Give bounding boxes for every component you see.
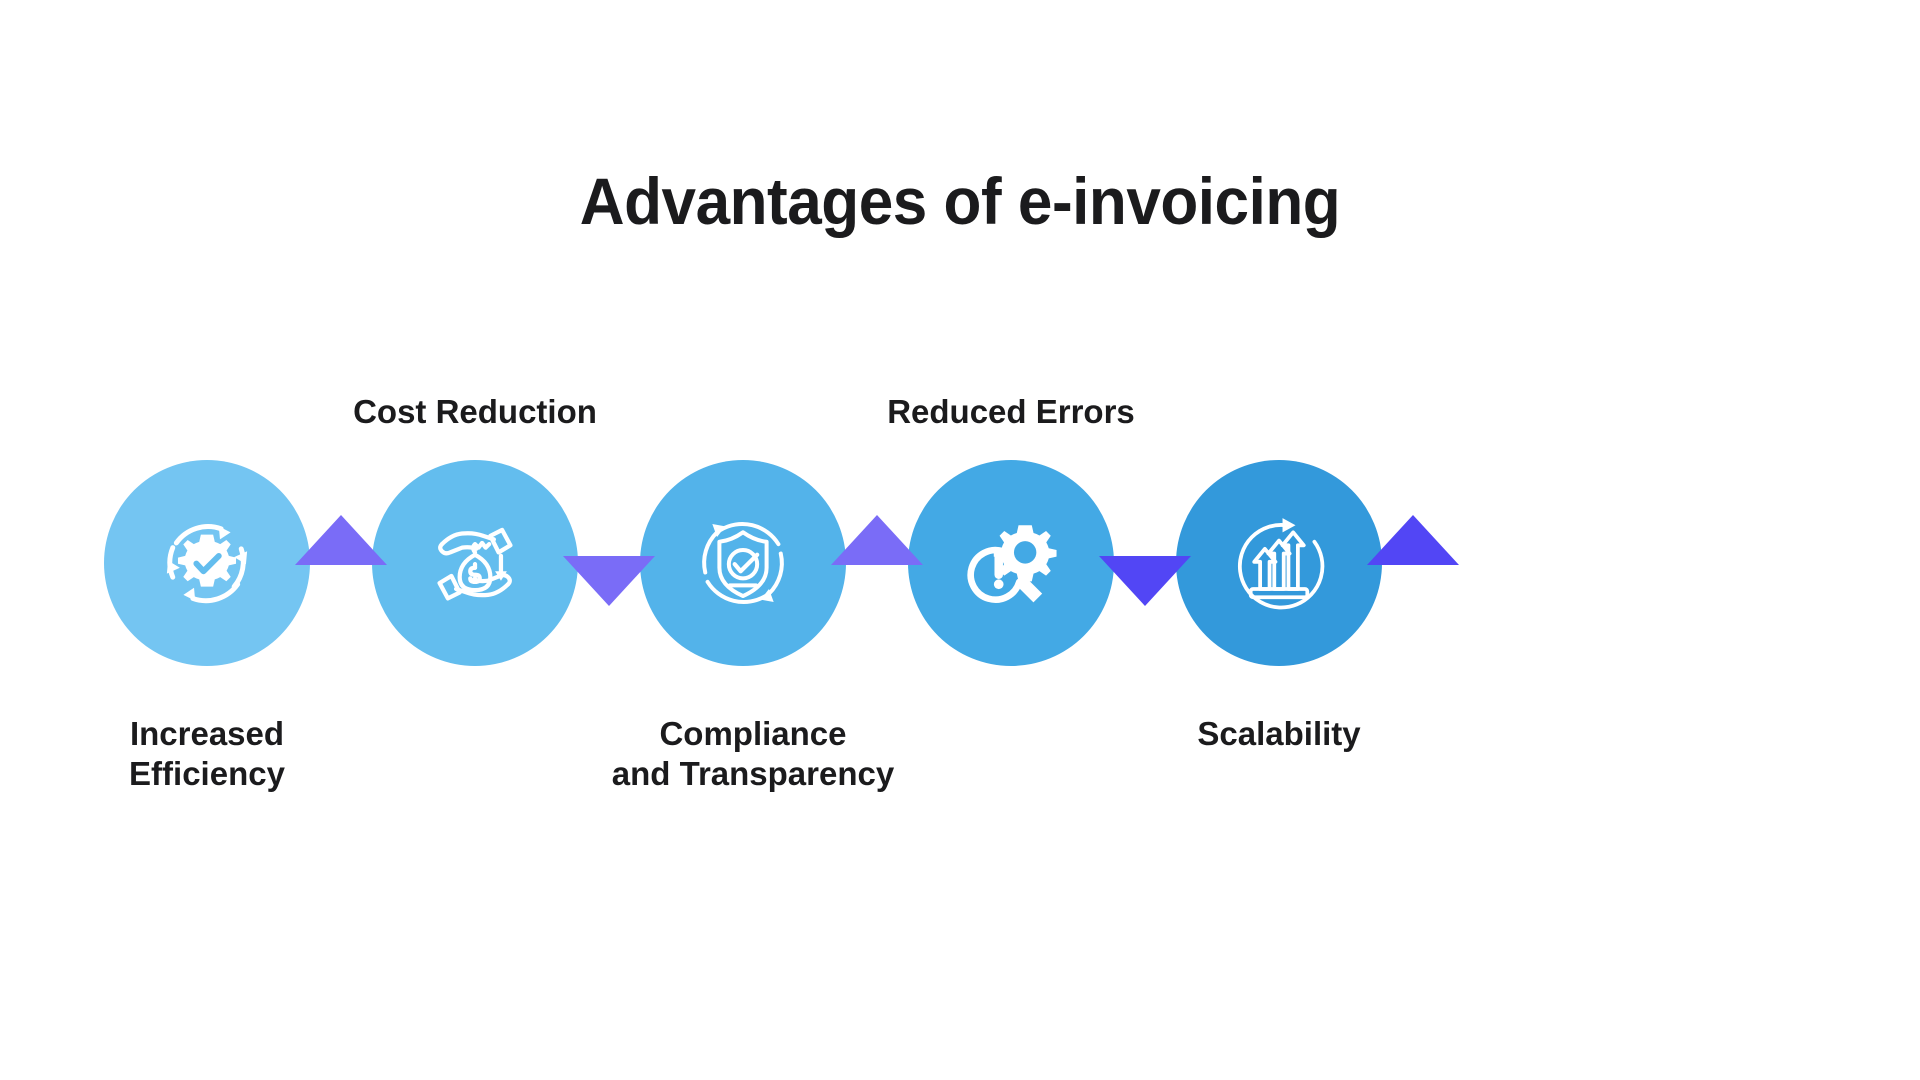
step-label: Reduced Errors (887, 392, 1135, 430)
step-label: Compliance and Transparency (611, 715, 895, 793)
page-title: Advantages of e-invoicing (579, 164, 1341, 238)
step-label: Scalability (1197, 715, 1361, 752)
gear-check-cycle-icon (166, 524, 248, 604)
step-label: Increased Efficiency (129, 715, 285, 793)
label-slot-2: Cost Reduction (245, 372, 705, 432)
flow-step-2[interactable] (372, 460, 578, 666)
flow-step-5[interactable] (1176, 460, 1382, 666)
flow-step-4[interactable] (908, 460, 1114, 666)
advantages-flow (0, 460, 1920, 670)
flow-step-1[interactable] (104, 460, 310, 666)
connector-triangle-1 (295, 515, 387, 565)
connector-triangle-2 (563, 556, 655, 606)
growth-arrows-cycle-icon (1237, 518, 1325, 610)
shield-check-cycle-icon (702, 522, 784, 604)
step-icon-circle (104, 460, 310, 666)
step-icon-circle (908, 460, 1114, 666)
step-label: Cost Reduction (353, 392, 597, 430)
hands-money-bag-down-arrow-icon (437, 527, 513, 601)
connector-triangle-5 (1367, 515, 1459, 565)
connector-triangle-3 (831, 515, 923, 565)
label-slot-3: Compliance and Transparency (523, 714, 983, 824)
flow-step-3[interactable] (640, 460, 846, 666)
magnifier-alert-gear-icon (967, 525, 1057, 603)
label-slot-5: Scalability (1049, 714, 1509, 824)
label-slot-4: Reduced Errors (781, 372, 1241, 432)
label-slot-1: Increased Efficiency (0, 714, 437, 824)
connector-triangle-4 (1099, 556, 1191, 606)
step-icon-circle (372, 460, 578, 666)
step-icon-circle (640, 460, 846, 666)
step-icon-circle (1176, 460, 1382, 666)
